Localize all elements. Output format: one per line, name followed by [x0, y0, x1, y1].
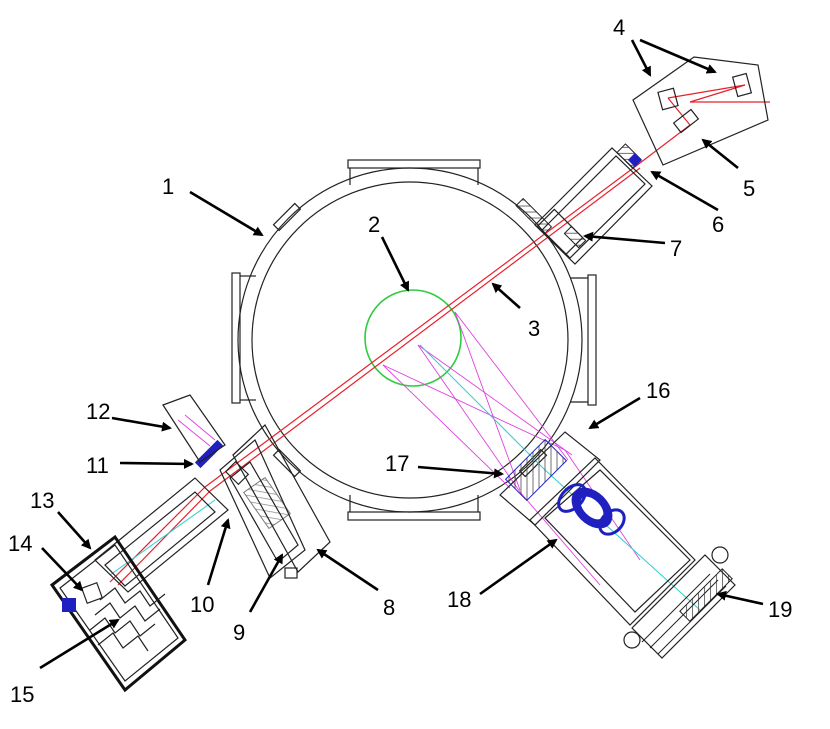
arrow-19	[716, 590, 764, 606]
arrow-2	[380, 236, 410, 292]
beam-dump-box	[49, 534, 188, 693]
label-4: 4	[613, 15, 625, 40]
dump-housing	[49, 534, 188, 693]
arrow-8	[316, 548, 379, 592]
number-labels: 1 2 3 4 5 6 7 8 9 10 11 12 13 14 15 16 1…	[8, 15, 792, 707]
lens-element-3	[598, 508, 626, 536]
input-optics-plate	[632, 56, 769, 166]
arrow-17	[417, 465, 504, 479]
label-7: 7	[670, 236, 682, 261]
exit-window	[194, 439, 224, 469]
laser-beam	[109, 84, 770, 586]
label-6: 6	[712, 212, 724, 237]
dump-window	[62, 598, 76, 612]
label-17: 17	[385, 451, 409, 476]
arrow-10	[206, 518, 231, 586]
label-9: 9	[233, 620, 245, 645]
arrow-1	[189, 190, 264, 237]
arrow-7	[583, 231, 666, 245]
arrow-16	[588, 396, 641, 430]
top-flange	[347, 159, 481, 169]
plasma-boundary	[364, 289, 462, 387]
label-2: 2	[368, 212, 380, 237]
arrow-5	[701, 138, 739, 170]
vacuum-chamber	[231, 159, 597, 521]
arrow-3	[491, 282, 521, 309]
bottom-flange	[347, 511, 481, 521]
entrance-window	[627, 152, 643, 168]
arrow-4b	[639, 38, 717, 74]
fiber-array	[679, 568, 733, 622]
arrow-6	[650, 170, 719, 212]
label-18: 18	[447, 587, 471, 612]
label-12: 12	[86, 399, 110, 424]
label-1: 1	[162, 174, 174, 199]
fiber-bundle-mount	[631, 554, 736, 659]
label-5: 5	[743, 176, 755, 201]
left-flange	[231, 272, 241, 404]
arrow-13	[57, 511, 92, 550]
lens-element-2	[557, 483, 587, 513]
collection-window	[504, 438, 568, 502]
arrow-11	[119, 458, 194, 469]
leader-arrows	[39, 38, 764, 670]
arrow-12	[111, 416, 172, 432]
arrow-14	[41, 547, 84, 592]
label-13: 13	[30, 488, 54, 513]
label-16: 16	[646, 378, 670, 403]
label-19: 19	[768, 597, 792, 622]
arrow-18	[479, 538, 558, 596]
arrow-9	[248, 553, 284, 613]
label-3: 3	[528, 316, 540, 341]
chamber-inner-wall	[251, 181, 569, 499]
beam-dump	[162, 394, 226, 463]
collection-optics	[499, 431, 736, 659]
label-15: 15	[10, 682, 34, 707]
label-10: 10	[190, 592, 214, 617]
exit-tube-assembly	[94, 394, 331, 593]
arrow-4a	[630, 39, 652, 77]
label-8: 8	[383, 595, 395, 620]
arrow-15	[39, 618, 120, 670]
baffle-stack	[89, 587, 166, 652]
lens-tube	[529, 457, 696, 626]
label-11: 11	[86, 453, 109, 478]
right-flange	[587, 274, 597, 406]
label-14: 14	[8, 531, 32, 556]
entrance-tube	[534, 143, 653, 265]
